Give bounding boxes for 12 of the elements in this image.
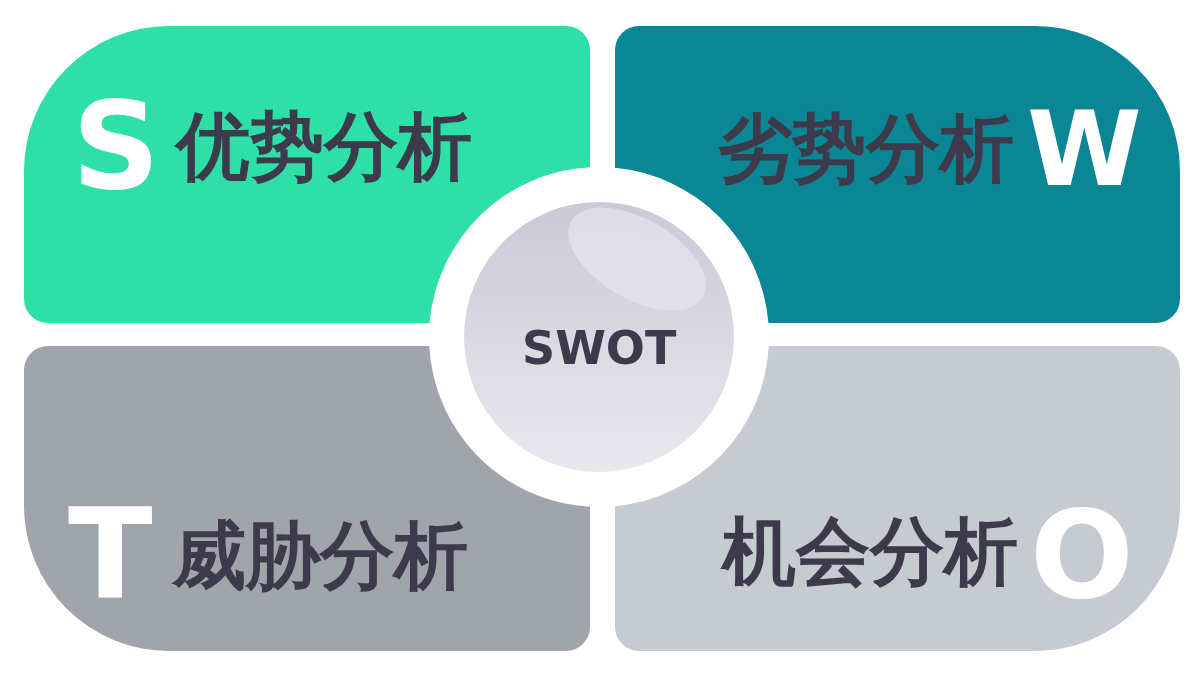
quadrant-panel xyxy=(24,26,590,323)
quadrant-title: 劣势分析 xyxy=(718,111,1014,186)
center-circle xyxy=(464,202,734,472)
quadrant-title: 机会分析 xyxy=(722,514,1018,589)
quadrant-letter: T xyxy=(68,492,153,617)
center-title: SWOT xyxy=(522,325,677,372)
quadrant-letter: S xyxy=(72,84,160,207)
quadrant-title: 优势分析 xyxy=(176,109,472,184)
quadrant-panel xyxy=(615,26,1180,323)
quadrant-title: 威胁分析 xyxy=(172,518,468,593)
quadrant-letter: O xyxy=(1030,493,1134,616)
quadrant-letter: W xyxy=(1027,97,1142,201)
